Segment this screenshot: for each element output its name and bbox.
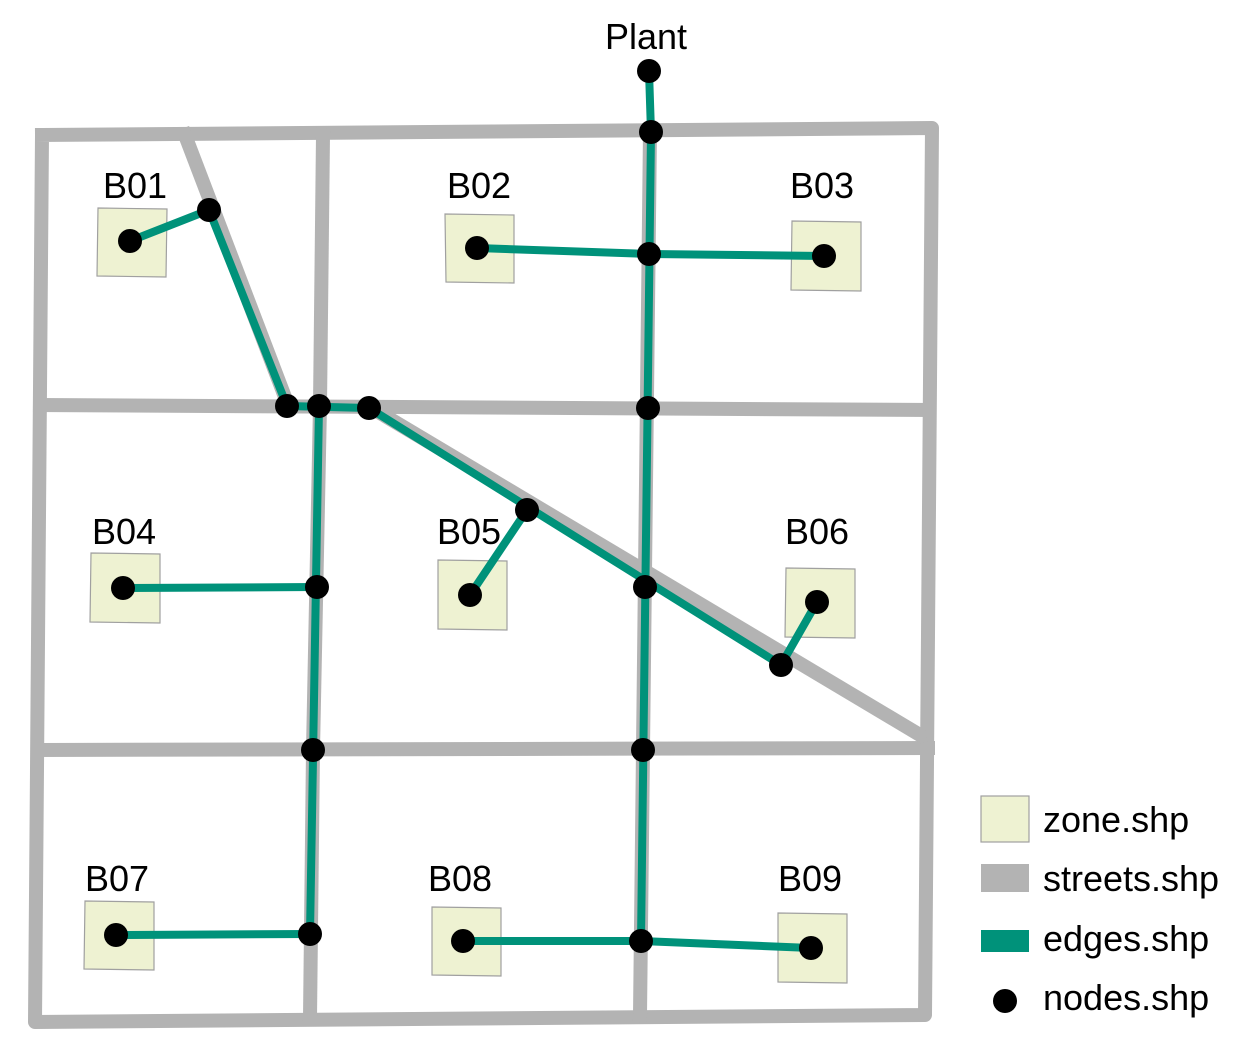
node	[197, 198, 221, 222]
node-b07	[104, 923, 128, 947]
street-vertical-1a	[312, 127, 331, 413]
node	[301, 738, 325, 762]
node-b09	[799, 936, 823, 960]
legend-streets-swatch	[981, 864, 1029, 892]
edge-b01-link	[126, 206, 213, 245]
node-plant	[637, 59, 661, 83]
plant-label: Plant	[605, 16, 687, 57]
node	[629, 929, 653, 953]
node	[298, 922, 322, 946]
building-label-b08: B08	[428, 858, 492, 899]
building-label-b01: B01	[103, 165, 167, 206]
nodes-layer	[104, 59, 836, 960]
building-label-b06: B06	[785, 511, 849, 552]
node-b01	[118, 229, 142, 253]
building-label-b04: B04	[92, 511, 156, 552]
legend: zone.shp streets.shp edges.shp nodes.shp	[980, 795, 1219, 1018]
legend-nodes-label: nodes.shp	[1043, 977, 1209, 1018]
building-label-b05: B05	[437, 511, 501, 552]
node	[515, 498, 539, 522]
street-horizontal-1	[32, 397, 936, 418]
node-b06	[805, 590, 829, 614]
building-label-b09: B09	[778, 858, 842, 899]
legend-zone-label: zone.shp	[1043, 799, 1189, 840]
node-b03	[812, 244, 836, 268]
legend-edges-swatch	[981, 930, 1029, 952]
building-label-b02: B02	[447, 165, 511, 206]
edge-b02	[473, 244, 653, 258]
edge-b09	[637, 937, 815, 952]
edge-b07	[112, 930, 314, 939]
node	[631, 738, 655, 762]
legend-edges-label: edges.shp	[1043, 918, 1209, 959]
node	[637, 242, 661, 266]
edge-main-vertical	[637, 128, 655, 945]
building-label-b07: B07	[85, 858, 149, 899]
node	[639, 120, 663, 144]
node	[305, 575, 329, 599]
node	[275, 394, 299, 418]
edges-layer	[112, 67, 828, 952]
node	[636, 396, 660, 420]
labels-layer: Plant B01 B02 B03 B04 B05 B06 B07 B08 B0…	[85, 16, 854, 899]
node-b02	[465, 236, 489, 260]
edge-diagonal-nw	[205, 206, 291, 410]
node	[769, 653, 793, 677]
node-b05	[458, 583, 482, 607]
edge-b04	[119, 583, 321, 592]
node	[633, 575, 657, 599]
node-b08	[451, 929, 475, 953]
legend-nodes-swatch	[993, 989, 1017, 1013]
node	[357, 396, 381, 420]
node	[307, 394, 331, 418]
street-horizontal-2	[32, 740, 936, 758]
edge-west-vertical	[306, 402, 323, 938]
building-label-b03: B03	[790, 165, 854, 206]
legend-zone-swatch	[980, 795, 1030, 843]
edge-diagonal-center	[365, 404, 785, 669]
edge-b05	[466, 506, 531, 599]
legend-streets-label: streets.shp	[1043, 858, 1219, 899]
edge-b03	[645, 250, 828, 260]
node-b04	[111, 576, 135, 600]
street-outer-boundary	[28, 121, 939, 1029]
edge-b06	[777, 598, 821, 669]
